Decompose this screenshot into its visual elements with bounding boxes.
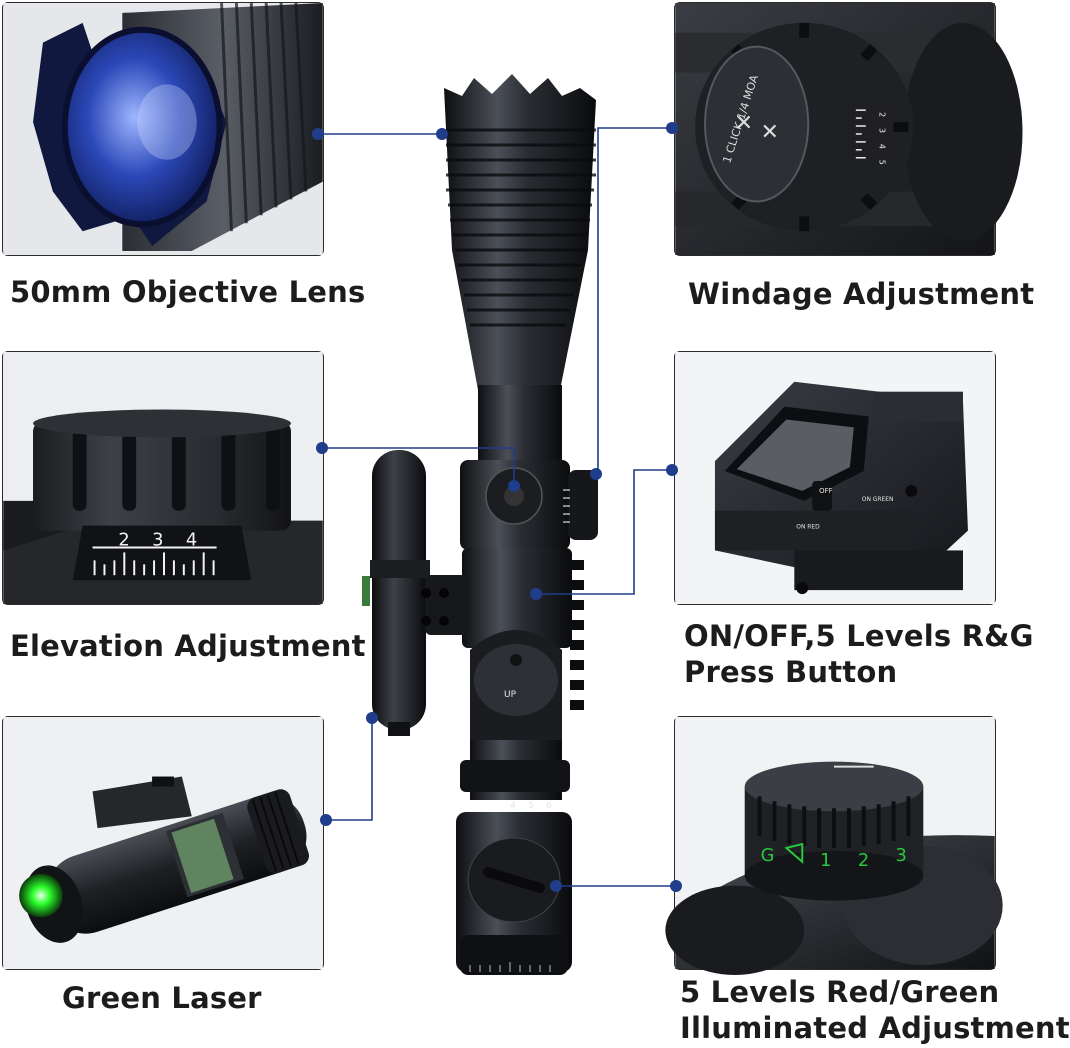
laser-connector: [326, 718, 373, 821]
illum-mark-3: 3: [896, 845, 907, 866]
red-dot-image: OFF ON RED ON GREEN: [675, 352, 995, 604]
red-dot-on-red-label: ON RED: [796, 524, 820, 531]
svg-text:✕: ✕: [761, 120, 779, 145]
red-dot-switch: [812, 480, 833, 511]
illumination-panel: G 1 2 3: [665, 716, 1003, 975]
scope-mark-4: 4: [510, 801, 516, 811]
windage-panel: 1 CLICK 1/4 MOA ✕ ✕ 2 3 4 5: [674, 2, 1023, 256]
red-dot-panel: OFF ON RED ON GREEN: [674, 351, 996, 605]
svg-text:✕: ✕: [735, 111, 753, 136]
elevation-connector: [322, 447, 515, 486]
scope-mark-6: 6: [546, 801, 552, 811]
svg-text:4: 4: [878, 144, 887, 149]
laser-caption: Green Laser: [62, 981, 262, 1015]
windage-scale: 2 3 4 5: [853, 102, 894, 165]
illum-mark-2: 2: [858, 850, 869, 871]
objective-lens-image: [3, 2, 323, 255]
turret-up-label: UP: [504, 690, 517, 700]
elevation-caption: Elevation Adjustment: [10, 629, 366, 663]
mounted-laser: [362, 450, 467, 736]
laser-panel: [2, 716, 324, 970]
illumination-caption-1: 5 Levels Red/Green: [680, 975, 1000, 1009]
svg-text:2: 2: [878, 112, 887, 117]
illumination-caption-2: Illuminated Adjustment: [680, 1011, 1070, 1045]
scope-mark-5: 5: [528, 801, 534, 811]
callout-lines: [318, 127, 676, 887]
windage-knob: [695, 22, 914, 232]
svg-text:5: 5: [878, 160, 887, 165]
red-dot-connector: [536, 469, 672, 595]
illum-mark-1: 1: [820, 850, 831, 871]
illum-mark-g: G: [761, 845, 775, 866]
windage-connector: [597, 127, 672, 474]
elevation-mark-4: 4: [186, 529, 197, 550]
illumination-image: G 1 2 3: [665, 717, 1003, 975]
elevation-image: 2 3 4: [3, 352, 323, 604]
red-dot-off-label: OFF: [819, 487, 832, 495]
objective-lens-panel: [2, 2, 324, 256]
elevation-mark-2: 2: [118, 529, 129, 550]
elevation-panel: 2 3 4: [2, 351, 324, 605]
svg-text:3: 3: [878, 128, 887, 133]
windage-caption: Windage Adjustment: [688, 277, 1035, 311]
laser-image: [3, 717, 323, 969]
red-dot-on-green-label: ON GREEN: [862, 496, 894, 503]
elevation-mark-3: 3: [152, 529, 163, 550]
windage-image: 1 CLICK 1/4 MOA ✕ ✕ 2 3 4 5: [675, 3, 1023, 255]
objective-lens-caption: 50mm Objective Lens: [10, 275, 366, 309]
red-dot-caption-1: ON/OFF,5 Levels R&G: [684, 619, 1034, 653]
red-dot-caption-2: Press Button: [684, 655, 898, 689]
laser-green-dot: [19, 873, 63, 918]
callout-dots: [312, 122, 682, 892]
